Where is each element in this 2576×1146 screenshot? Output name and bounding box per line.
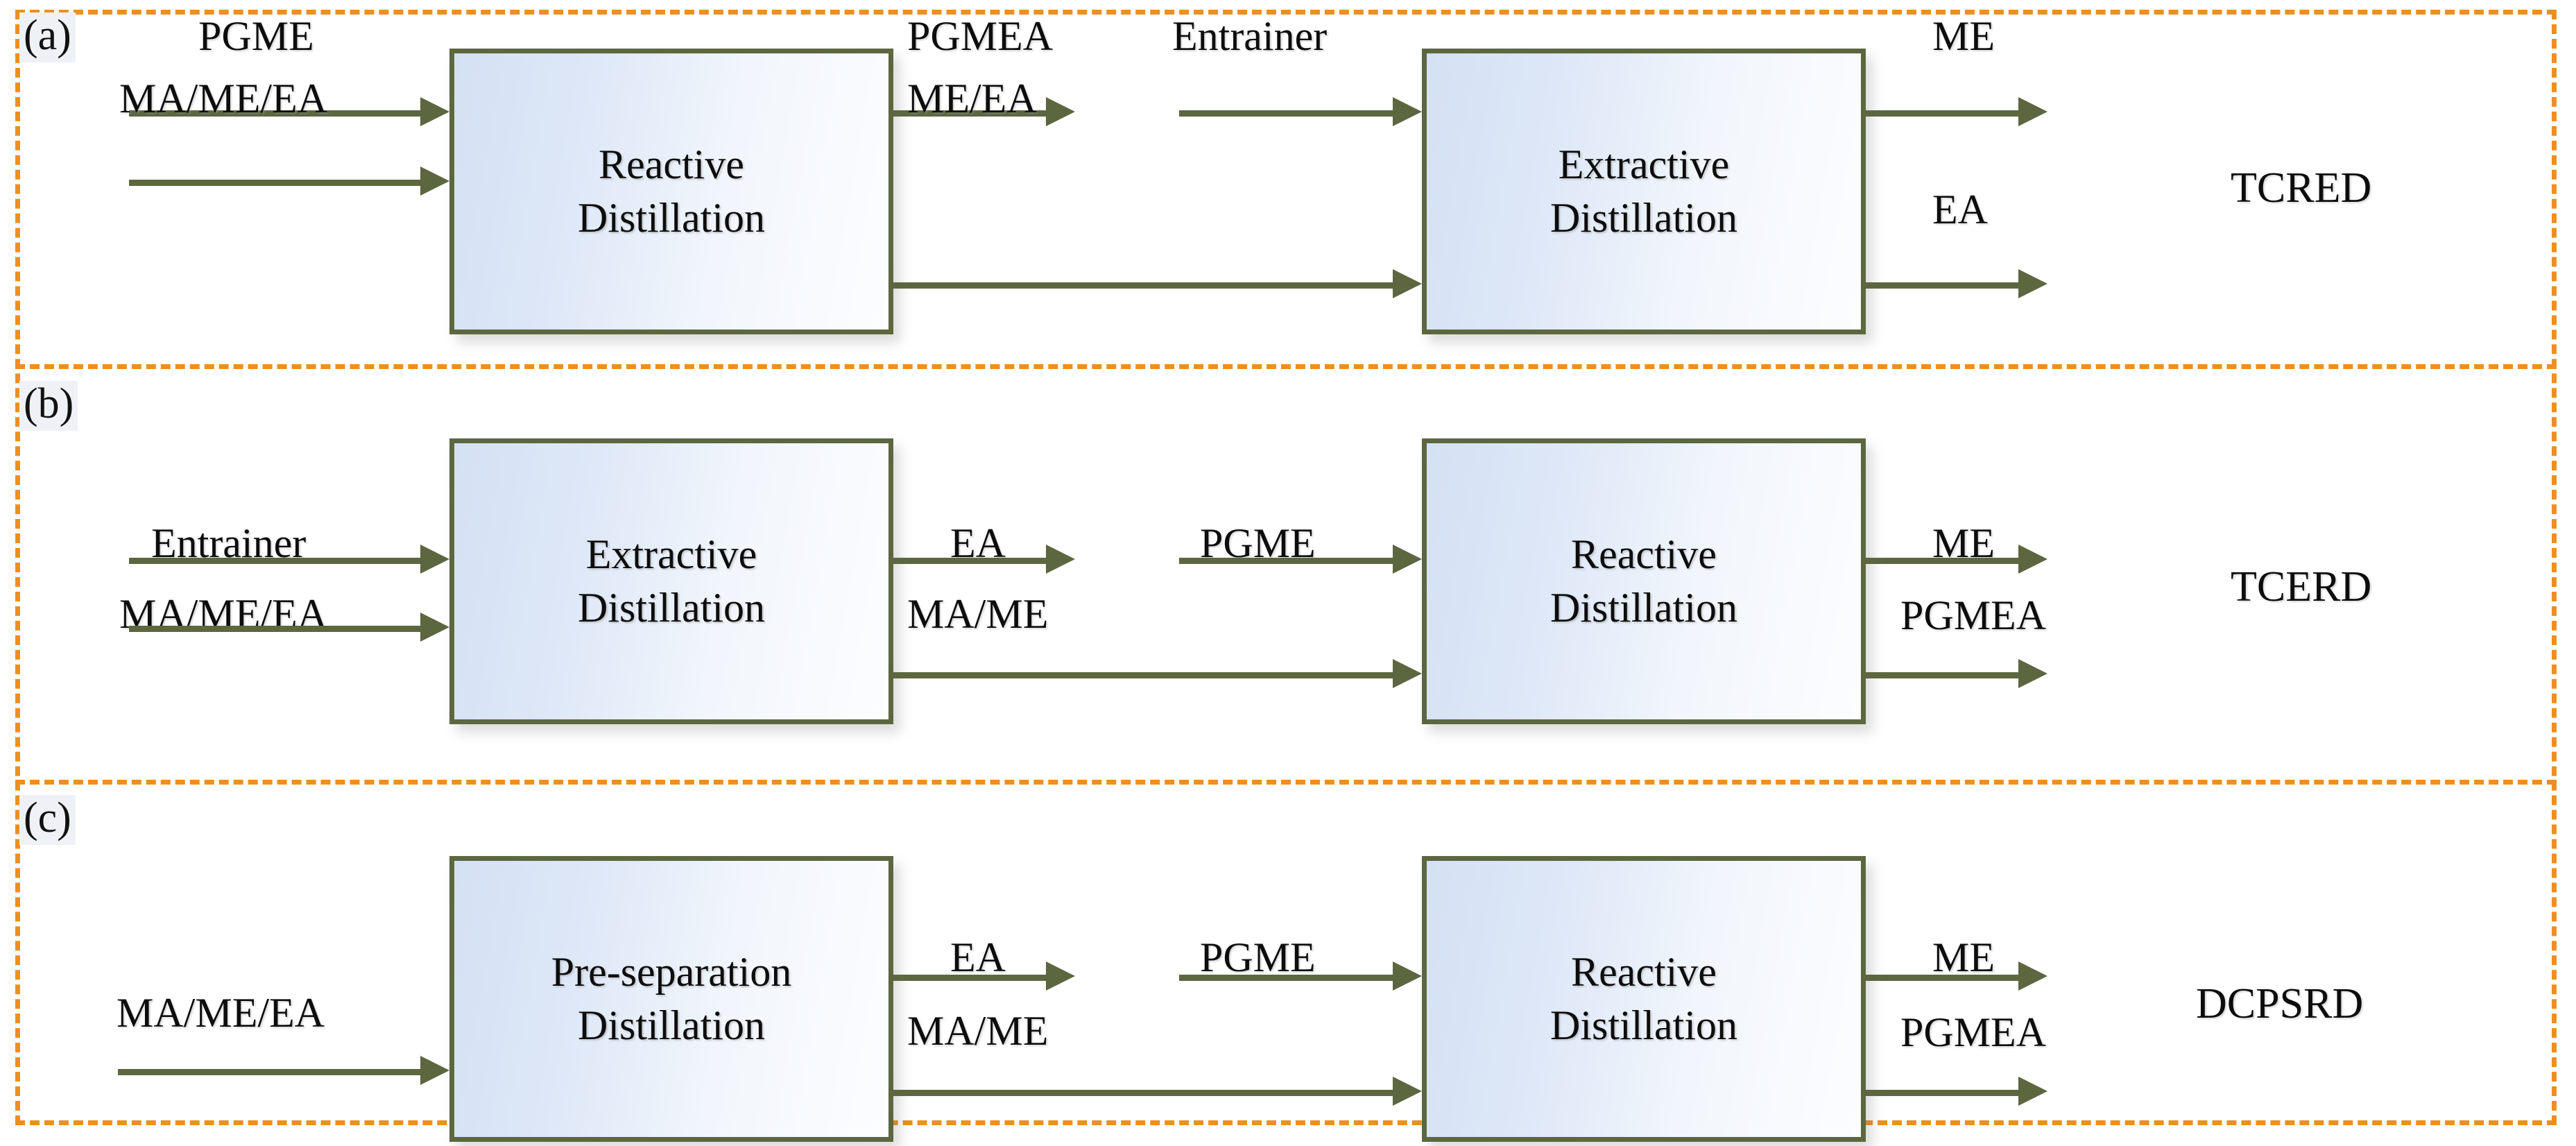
stream-label-mameea-feed: MA/ME/EA xyxy=(119,591,327,637)
scheme-name-dcpsrd: DCPSRD xyxy=(2196,980,2364,1027)
arrow-mameea-feed xyxy=(129,166,449,196)
arrow-mame-out xyxy=(893,1077,1422,1106)
scheme-name-tcred: TCRED xyxy=(2231,164,2372,212)
unit-box-line-2: Distillation xyxy=(1550,195,1737,241)
arrow-mameea-feed xyxy=(118,1056,449,1085)
unit-box-line-2: Distillation xyxy=(578,1002,765,1048)
unit-box-line-2: Distillation xyxy=(578,585,765,631)
stream-label-mameea-feed: MA/ME/EA xyxy=(119,76,327,121)
stream-label-pgme-feed: PGME xyxy=(198,13,314,59)
unit-box-pre-separation-distillation-c[interactable]: Pre-separation Distillation xyxy=(449,856,893,1142)
unit-box-reactive-distillation-b[interactable]: Reactive Distillation xyxy=(1422,438,1866,724)
panel-divider-b-c xyxy=(15,780,2557,785)
stream-label-pgme-feed: PGME xyxy=(1200,934,1316,980)
unit-box-line-1: Pre-separation xyxy=(551,949,792,995)
unit-box-line-1: Reactive xyxy=(1571,531,1717,578)
unit-box-line-1: Reactive xyxy=(599,142,744,188)
stream-label-meea-out: ME/EA xyxy=(907,76,1037,121)
panel-c: (c) MA/ME/EA Pre-separation Distillation… xyxy=(0,780,2576,1146)
panel-a-label: (a) xyxy=(19,12,76,62)
arrow-mame-out xyxy=(893,659,1422,688)
stream-label-pgmea-out: PGMEA xyxy=(1900,1009,2047,1055)
unit-box-line-1: Extractive xyxy=(1558,142,1730,188)
arrow-me-out xyxy=(1866,97,2047,126)
panel-b: (b) Entrainer MA/ME/EA Extractive Distil… xyxy=(0,364,2576,780)
unit-box-line-1: Extractive xyxy=(585,531,757,578)
unit-box-reactive-distillation-a[interactable]: Reactive Distillation xyxy=(449,49,893,334)
unit-box-reactive-distillation-c[interactable]: Reactive Distillation xyxy=(1422,856,1866,1142)
panel-divider-a-b xyxy=(15,364,2557,369)
unit-box-line-2: Distillation xyxy=(1550,1002,1737,1048)
stream-label-pgmea-out: PGMEA xyxy=(907,13,1054,59)
stream-label-me-out: ME xyxy=(1932,13,1995,59)
arrow-entrainer-feed xyxy=(1179,97,1422,126)
arrow-ea-out xyxy=(1866,269,2047,298)
unit-box-extractive-distillation-b[interactable]: Extractive Distillation xyxy=(449,438,893,724)
arrow-pgmea-out xyxy=(1866,659,2047,688)
stream-label-mame-out: MA/ME xyxy=(907,591,1049,637)
arrow-pgmea-out xyxy=(1866,1077,2047,1106)
stream-label-me-out: ME xyxy=(1932,934,1995,980)
stream-label-pgmea-out: PGMEA xyxy=(1900,592,2047,638)
unit-box-line-2: Distillation xyxy=(578,195,765,241)
stream-label-ea-out: EA xyxy=(1932,187,1988,232)
stream-label-me-out: ME xyxy=(1932,520,1995,566)
stream-label-entrainer-feed: Entrainer xyxy=(1172,13,1328,59)
arrow-meea-out xyxy=(893,269,1422,298)
stream-label-entrainer-feed: Entrainer xyxy=(151,520,307,566)
unit-box-extractive-distillation-a[interactable]: Extractive Distillation xyxy=(1422,49,1866,334)
scheme-name-tcerd: TCERD xyxy=(2231,563,2372,610)
stream-label-mame-out: MA/ME xyxy=(907,1008,1049,1054)
panel-c-label: (c) xyxy=(19,795,76,845)
stream-label-pgme-feed: PGME xyxy=(1200,520,1316,566)
panel-a: (a) PGME MA/ME/EA Reactive Distillation … xyxy=(0,0,2576,364)
panel-b-label: (b) xyxy=(19,381,78,431)
stream-label-mameea-feed: MA/ME/EA xyxy=(117,990,325,1036)
stream-label-ea-out: EA xyxy=(950,934,1006,980)
stream-label-ea-out: EA xyxy=(950,520,1006,566)
unit-box-line-1: Reactive xyxy=(1571,949,1717,995)
unit-box-line-2: Distillation xyxy=(1550,585,1737,631)
